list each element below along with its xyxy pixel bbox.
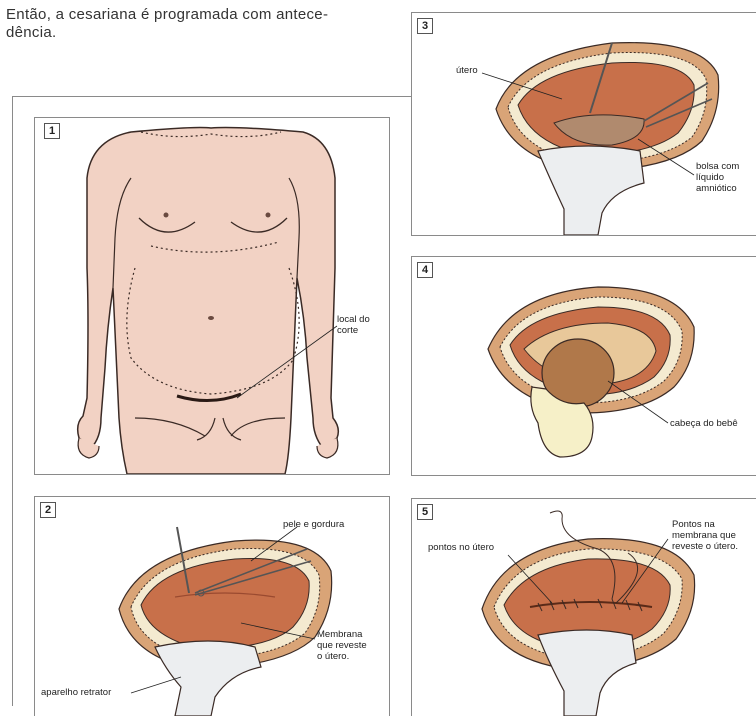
label-uterus-stitches: pontos no útero	[428, 542, 494, 553]
label-membrane: Membrana que reveste o útero.	[317, 629, 367, 662]
label-membrane-stitches: Pontos na membrana que reveste o útero.	[672, 519, 738, 552]
panel-1-body: 1 local do corte	[34, 117, 390, 475]
retractor-shape	[155, 641, 261, 716]
frame-line-left	[12, 96, 13, 706]
panel-4-baby-head: 4 cabeça do bebê	[411, 256, 756, 476]
panel-5-stitches: 5 pontos no útero Pontos na membrana que…	[411, 498, 756, 716]
nipple-left	[164, 213, 169, 218]
label-retractor: aparelho retrator	[41, 687, 111, 698]
uterus-illustration	[412, 13, 756, 235]
label-amniotic-bag: bolsa com líquido amniótico	[696, 161, 739, 194]
panel-2-incision: 2 pele e gordura Membrana que reveste o …	[34, 496, 390, 716]
navel	[208, 316, 214, 320]
intro-text: Então, a cesariana é programada com ante…	[6, 6, 396, 42]
frame-line-top	[12, 96, 412, 97]
torso-shape	[78, 128, 339, 475]
label-baby-head: cabeça do bebê	[670, 418, 738, 429]
body-illustration	[35, 118, 389, 474]
baby-head-illustration	[412, 257, 756, 475]
label-skin-fat: pele e gordura	[283, 519, 344, 530]
nipple-right	[266, 213, 271, 218]
panel-3-uterus: 3 útero bolsa com líquido amniótico	[411, 12, 756, 236]
label-cut-site: local do corte	[337, 314, 370, 336]
label-uterus: útero	[456, 65, 478, 76]
